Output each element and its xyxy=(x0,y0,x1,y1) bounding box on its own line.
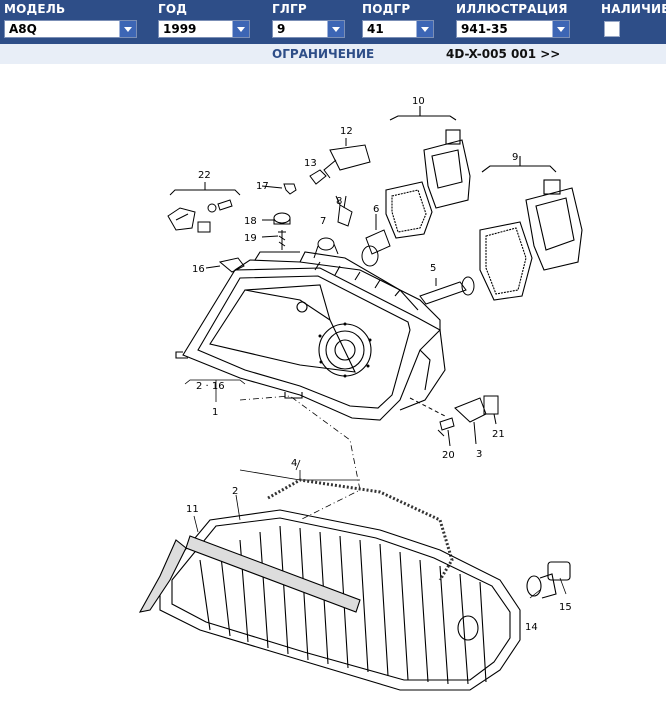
callout-4: 4 xyxy=(291,458,297,469)
callout-18: 18 xyxy=(244,216,257,227)
chevron-down-icon[interactable] xyxy=(327,21,344,37)
model-label: МОДЕЛЬ xyxy=(4,2,66,16)
callout-17: 17 xyxy=(256,181,269,192)
callout-7: 7 xyxy=(320,216,326,227)
chevron-down-icon[interactable] xyxy=(552,21,569,37)
callout-numbers: 1 2 · 16 2 3 4 5 6 7 8 9 10 11 12 13 14 … xyxy=(186,96,572,633)
callout-10: 10 xyxy=(412,96,425,107)
callout-6: 6 xyxy=(373,204,379,215)
year-select[interactable]: 1999 xyxy=(158,20,250,38)
year-value: 1999 xyxy=(163,22,197,36)
availability-label: НАЛИЧИЕ xyxy=(601,2,666,16)
chevron-down-icon[interactable] xyxy=(416,21,433,37)
callout-8: 8 xyxy=(336,196,342,207)
callout-14: 14 xyxy=(525,622,538,633)
illustration-label: ИЛЛЮСТРАЦИЯ xyxy=(456,2,568,16)
callout-13: 13 xyxy=(304,158,317,169)
filter-toolbar: МОДЕЛЬ A8Q ГОД 1999 ГЛГР 9 ПОДГР 41 ИЛЛЮ… xyxy=(0,0,666,44)
model-value: A8Q xyxy=(9,22,37,36)
socket-assembly xyxy=(409,395,499,447)
small-parts xyxy=(167,138,475,305)
callout-16: 16 xyxy=(192,264,205,275)
sub-navigation-bar: ОГРАНИЧЕНИЕ 4D-X-005 001 >> xyxy=(0,44,666,64)
parts-illustration: 1 2 · 16 2 3 4 5 6 7 8 9 10 11 12 13 14 … xyxy=(138,96,583,691)
illustration-select[interactable]: 941-35 xyxy=(456,20,570,38)
callout-11: 11 xyxy=(186,504,199,515)
model-select[interactable]: A8Q xyxy=(4,20,137,38)
sub-group-value: 41 xyxy=(367,22,384,36)
availability-checkbox[interactable] xyxy=(604,21,620,37)
callout-21: 21 xyxy=(492,429,505,440)
headlamp-housing xyxy=(175,251,446,421)
next-illustration-link[interactable]: 4D-X-005 001 >> xyxy=(446,47,561,61)
headlamp-covers xyxy=(385,106,583,301)
callout-5: 5 xyxy=(430,263,436,274)
sub-group-label: ПОДГР xyxy=(362,2,411,16)
callout-20: 20 xyxy=(442,450,455,461)
main-group-select[interactable]: 9 xyxy=(272,20,345,38)
illustration-value: 941-35 xyxy=(461,22,508,36)
chevron-down-icon[interactable] xyxy=(119,21,136,37)
callout-15: 15 xyxy=(559,602,572,613)
main-group-value: 9 xyxy=(277,22,286,36)
callout-2-16: 2 · 16 xyxy=(196,381,225,392)
callout-9: 9 xyxy=(512,152,518,163)
year-label: ГОД xyxy=(158,2,188,16)
callout-2: 2 xyxy=(232,486,238,497)
indicator-lens xyxy=(138,478,571,691)
main-group-label: ГЛГР xyxy=(272,2,307,16)
chevron-down-icon[interactable] xyxy=(232,21,249,37)
callout-1: 1 xyxy=(212,407,218,418)
callout-22: 22 xyxy=(198,170,211,181)
callout-12: 12 xyxy=(340,126,353,137)
callout-19: 19 xyxy=(244,233,257,244)
sub-group-select[interactable]: 41 xyxy=(362,20,434,38)
callout-3: 3 xyxy=(476,449,482,460)
restriction-link[interactable]: ОГРАНИЧЕНИЕ xyxy=(272,47,375,61)
